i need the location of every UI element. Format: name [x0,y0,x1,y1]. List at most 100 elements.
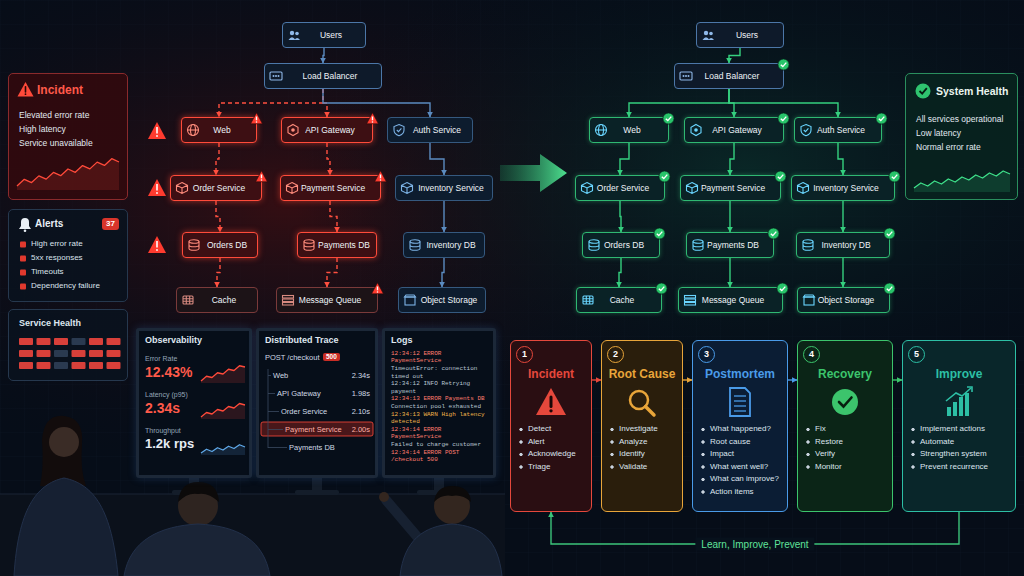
health-cell [37,338,51,345]
health-cell [19,338,33,345]
person-body [124,524,270,576]
service-name: Order Service [193,176,245,200]
service-box: API Gateway [281,117,373,143]
magnifier-handle [646,407,655,416]
service-name: Cache [610,288,635,312]
list-item: Elevated error rate [19,110,89,120]
trace-row: 1.98s [352,389,370,398]
icon-part [289,37,296,40]
bell-icon [24,230,27,233]
check-circle [774,171,785,182]
service-name: Payment Service [301,176,365,200]
connector [842,201,843,232]
service-box: Users [282,22,366,48]
icon-part [410,242,420,251]
trace-tree [268,375,271,376]
list-item: Service unavailable [19,138,93,148]
warning-triangle [18,82,34,96]
icon-part [803,242,813,251]
warning-triangle [374,171,386,182]
status-badge [658,170,671,183]
icon-part [397,128,402,131]
icon-part [685,75,687,77]
person-arm [386,500,420,540]
trace-row: API Gateway [277,389,321,398]
metric-value: 2.34s [145,400,180,417]
icon-part [803,240,813,244]
warning-mark [261,179,263,181]
service-icon [701,28,715,42]
bullet-item: Alert [518,436,544,449]
icon-part [583,296,593,304]
health-cell [107,362,121,369]
connector [219,89,323,117]
connector [443,201,444,232]
icon-part [693,240,703,244]
service-icon [408,238,422,252]
connector [430,143,444,175]
metric-value: 1.2k rps [145,436,194,452]
service-name: Auth Service [413,118,461,142]
service-icon [175,181,189,195]
service-icon [689,123,703,137]
document-line [734,395,746,396]
sparkline [201,404,245,418]
icon-part [801,125,811,136]
icon-part [273,75,275,77]
status-badge [374,170,387,183]
person-hand [379,492,389,502]
icon-part [295,32,299,36]
trace-tree [268,411,279,412]
trace-row: Order Service [281,407,327,416]
service-icon [281,293,295,307]
person-hair [434,486,471,502]
service-box: Auth Service [794,117,882,143]
log-line: 12:34:13 WARN High latency detected [391,411,487,426]
trace-row: Web [273,371,288,380]
health-cell [89,338,103,345]
bullet-item: Fix [805,423,826,436]
connector [323,89,430,117]
health-cell [89,350,103,357]
bullet-item: What happened? [700,423,771,436]
icon-part [410,240,420,244]
info-panel: System HealthAll services operationalLow… [905,73,1018,200]
icon-part [189,240,199,244]
health-cell [54,338,68,345]
health-cell [72,350,86,357]
service-name: Inventory Service [813,176,879,200]
monitor-screen: Distributed TracePOST /checkout500Web2.3… [256,328,378,478]
warning-mark [256,121,258,123]
service-box: Inventory DB [403,232,485,258]
process-step: 5ImproveImplement actionsAutomateStrengt… [902,340,1016,512]
warning-mark [372,121,374,123]
chart-bar [953,402,957,416]
log-line: Connection pool exhausted [391,403,487,411]
step-number: 3 [698,346,715,363]
trace-row: 2.10s [352,407,370,416]
bullet-item: What went well? [700,461,768,474]
service-box: Cache [176,287,258,313]
check-circle [884,228,895,239]
bullet-item: Identify [609,448,645,461]
health-cell [37,362,51,369]
list-item: High latency [19,124,66,134]
trace-row: POST /checkout [265,353,319,362]
status-badge [883,282,896,295]
icon-part [684,296,695,299]
metric-label: Throughput [145,427,181,435]
icon-part [283,303,294,306]
monitor-base [295,490,339,495]
icon-part [803,295,814,297]
connector [729,201,730,232]
service-box: Inventory Service [395,175,493,201]
bullet-item: Restore [805,436,843,449]
person-head [49,427,79,457]
bullet-item: Acknowledge [518,448,576,461]
icon-part [304,242,314,251]
chart-bar [965,393,969,416]
person-hair [178,482,219,502]
